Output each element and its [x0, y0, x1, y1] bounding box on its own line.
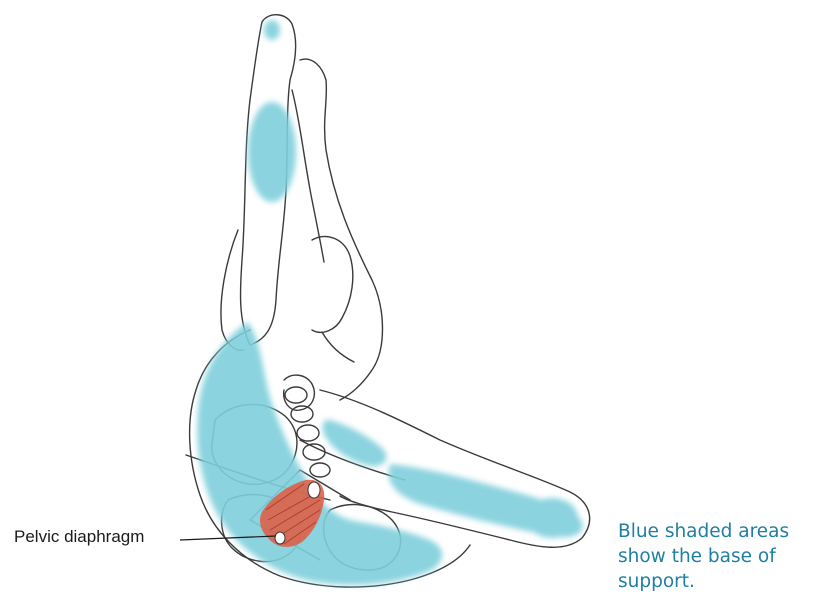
caption-line-1: Blue shaded areas	[618, 519, 813, 544]
support-area-hip	[197, 322, 442, 585]
caption-line-2: show the base of	[618, 544, 813, 569]
neck-outline	[322, 332, 354, 362]
support-area-heel	[526, 498, 578, 538]
base-of-support-areas	[197, 20, 582, 585]
support-area-toe	[264, 20, 280, 40]
head-outline	[312, 237, 353, 333]
base-of-support-caption: Blue shaded areas show the base of suppo…	[618, 519, 813, 594]
support-area-calf	[248, 102, 296, 202]
hand-outline	[284, 375, 315, 410]
pelvic-diaphragm-label: Pelvic diaphragm	[14, 527, 144, 547]
caption-line-3: support.	[618, 569, 813, 594]
support-area-thigh	[323, 420, 387, 467]
arm-outline-inner	[292, 90, 324, 262]
arm-outline	[300, 59, 383, 400]
